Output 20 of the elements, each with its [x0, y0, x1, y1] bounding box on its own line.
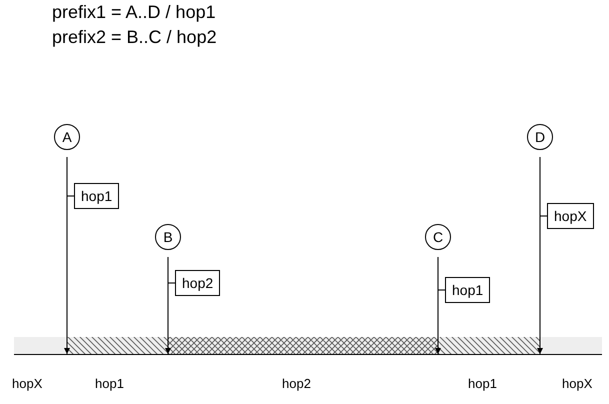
circle-marker: C: [425, 224, 451, 250]
edge-label: hopX: [547, 203, 594, 229]
range-label: hopX: [12, 376, 42, 391]
circle-marker: A: [54, 124, 80, 150]
range-label: hopX: [562, 376, 592, 391]
range-label: hop2: [282, 376, 311, 391]
arrow: [64, 156, 70, 354]
edge-label: hop2: [175, 270, 220, 296]
circle-marker: D: [527, 124, 553, 150]
circle-marker: B: [155, 224, 181, 250]
definition-text: prefix1 = A..D / hop1: [52, 2, 216, 23]
range-label: hop1: [468, 376, 497, 391]
range-label: hop1: [95, 376, 124, 391]
definition-text: prefix2 = B..C / hop2: [52, 27, 217, 48]
arrow: [537, 156, 543, 354]
arrow: [165, 256, 171, 354]
range-bar: [14, 337, 602, 355]
edge-label: hop1: [445, 277, 490, 303]
edge-label: hop1: [74, 183, 120, 209]
arrow: [435, 256, 441, 354]
